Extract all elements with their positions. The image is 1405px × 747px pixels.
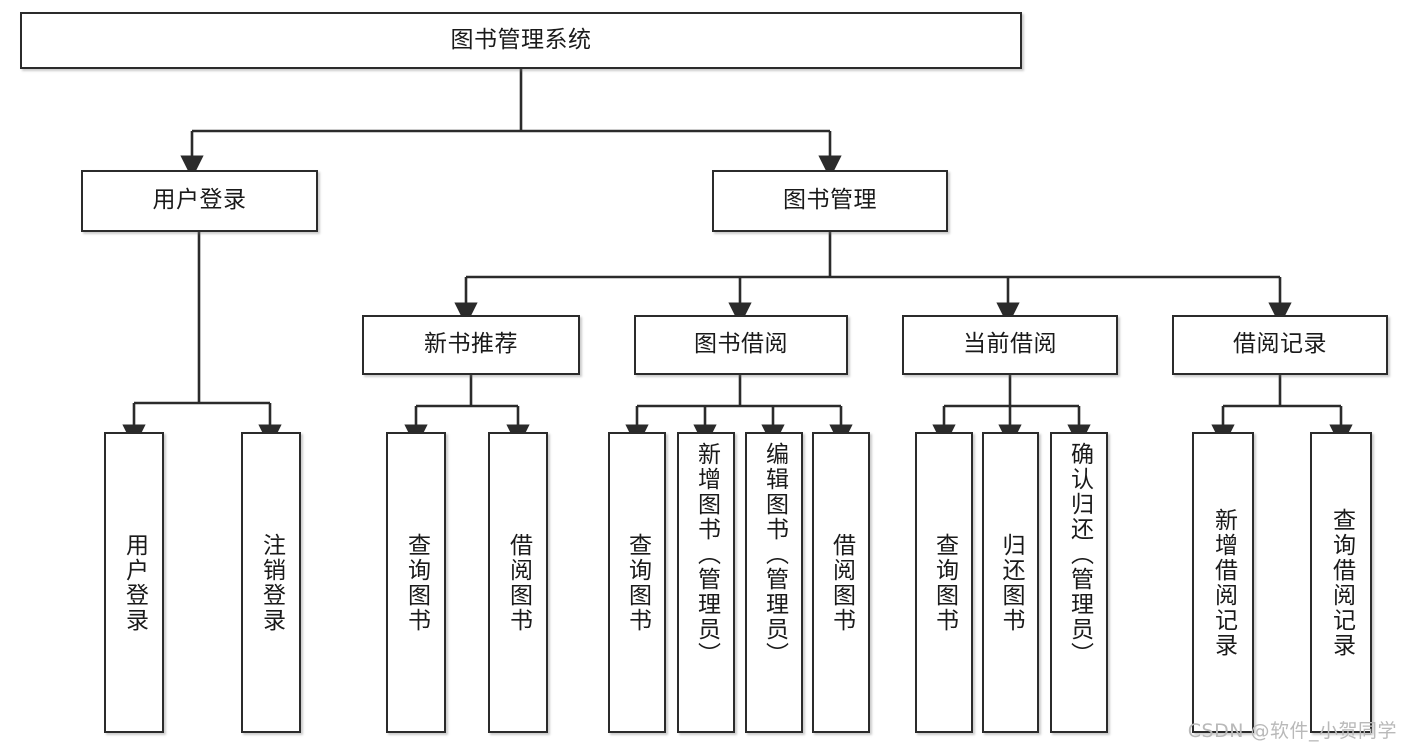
leaf-borrow-book[interactable]: 借阅图书 [812, 432, 870, 733]
node-label: 图书管理 [783, 187, 877, 214]
node-borrow-record[interactable]: 借阅记录 [1172, 315, 1388, 375]
node-book-borrow[interactable]: 图书借阅 [634, 315, 848, 375]
node-label: 借阅图书 [505, 532, 532, 633]
leaf-query-book-current[interactable]: 查询图书 [915, 432, 973, 733]
node-user-login[interactable]: 用户登录 [81, 170, 318, 232]
leaf-add-borrow-record[interactable]: 新增借阅记录 [1192, 432, 1254, 733]
node-label: 查询借阅记录 [1328, 507, 1355, 658]
leaf-logout[interactable]: 注销登录 [241, 432, 301, 733]
node-label: 借阅记录 [1233, 331, 1327, 358]
leaf-borrow-book-recommend[interactable]: 借阅图书 [488, 432, 548, 733]
node-label: 新增图书（管理员） [693, 442, 720, 667]
node-root-system[interactable]: 图书管理系统 [20, 12, 1022, 69]
node-label: 查询图书 [403, 532, 430, 633]
node-label: 注销登录 [258, 532, 285, 633]
node-new-book-recommend[interactable]: 新书推荐 [362, 315, 580, 375]
node-label: 查询图书 [624, 532, 651, 633]
node-label: 归还图书 [998, 532, 1024, 633]
leaf-query-borrow-record[interactable]: 查询借阅记录 [1310, 432, 1372, 733]
node-label: 借阅图书 [828, 532, 855, 633]
watermark-text: CSDN @软件_小贺同学 [1187, 720, 1397, 742]
node-label: 确认归还（管理员） [1066, 442, 1093, 667]
node-current-borrow[interactable]: 当前借阅 [902, 315, 1118, 375]
leaf-add-book-admin[interactable]: 新增图书（管理员） [677, 432, 735, 733]
node-label: 查询图书 [931, 532, 958, 633]
node-label: 新增借阅记录 [1210, 507, 1237, 658]
node-label: 用户登录 [152, 187, 247, 214]
node-label: 当前借阅 [963, 331, 1057, 358]
leaf-confirm-return-admin[interactable]: 确认归还（管理员） [1050, 432, 1108, 733]
leaf-user-login[interactable]: 用户登录 [104, 432, 164, 733]
node-label: 新书推荐 [424, 331, 518, 358]
leaf-query-book-borrow[interactable]: 查询图书 [608, 432, 666, 733]
node-label: 图书管理系统 [450, 26, 592, 53]
leaf-query-book-recommend[interactable]: 查询图书 [386, 432, 446, 733]
node-label: 编辑图书（管理员） [761, 442, 788, 667]
leaf-return-book[interactable]: 归还图书 [982, 432, 1039, 733]
node-label: 用户登录 [121, 532, 148, 633]
node-label: 图书借阅 [694, 331, 788, 358]
node-book-management[interactable]: 图书管理 [712, 170, 948, 232]
leaf-edit-book-admin[interactable]: 编辑图书（管理员） [745, 432, 803, 733]
